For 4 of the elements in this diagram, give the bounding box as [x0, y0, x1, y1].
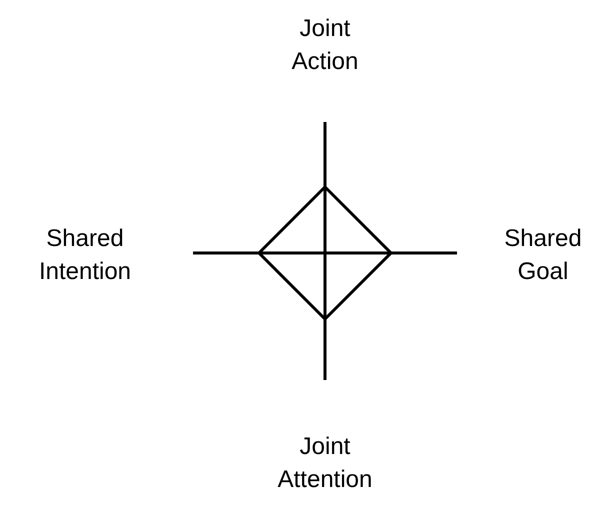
axis-label: Joint Attention: [276, 432, 374, 495]
axis-label: Joint Action: [290, 14, 360, 77]
axis-label: Shared Goal: [503, 224, 583, 287]
axis-label: Shared Intention: [38, 224, 132, 287]
